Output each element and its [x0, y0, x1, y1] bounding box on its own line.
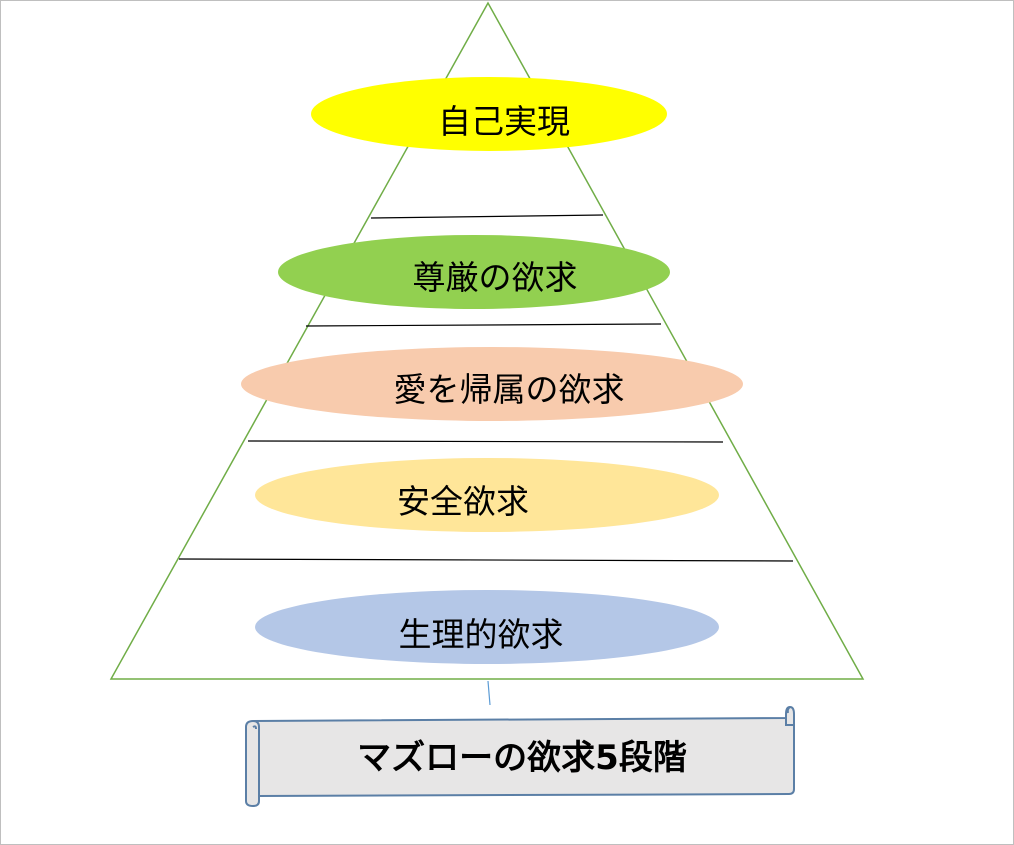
level-love-belonging: 愛を帰属の欲求: [241, 347, 743, 421]
level-label: 愛を帰属の欲求: [394, 370, 625, 409]
divider-line: [247, 440, 724, 443]
title-scroll-banner: マズローの欲求5段階: [245, 705, 795, 808]
diagram-title: マズローの欲求5段階: [357, 738, 687, 778]
level-ellipse: [278, 235, 670, 309]
scroll-curl-left: [252, 720, 260, 796]
pyramid-outline: [109, 1, 865, 680]
divider-line: [370, 214, 604, 219]
level-ellipse: [255, 590, 719, 664]
level-safety: 安全欲求: [255, 458, 719, 532]
level-esteem: 尊厳の欲求: [278, 235, 670, 309]
level-label: 尊厳の欲求: [413, 258, 578, 297]
level-label: 自己実現: [438, 102, 570, 141]
level-label: 生理的欲求: [399, 615, 564, 654]
divider-line: [305, 323, 662, 327]
scroll-curl-right: [785, 706, 794, 726]
level-ellipse: [241, 347, 743, 421]
level-ellipse: [255, 458, 719, 532]
level-ellipse: [311, 77, 667, 151]
divider-line: [178, 558, 794, 562]
level-self-actualization: 自己実現: [311, 77, 667, 151]
connector-line: [487, 680, 491, 706]
level-physiological: 生理的欲求: [255, 590, 719, 664]
level-label: 安全欲求: [397, 482, 529, 521]
